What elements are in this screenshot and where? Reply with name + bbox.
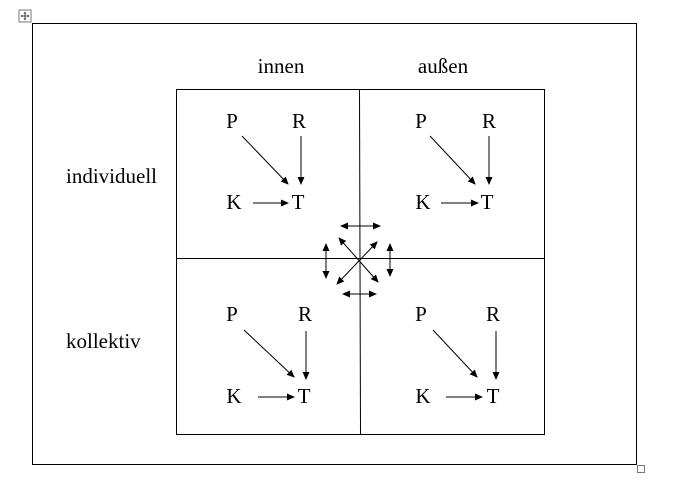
quadrant-bottom-left: P R K T [226, 302, 312, 408]
quadrant-bottom-right: P R K T [415, 302, 500, 408]
symbol-r: R [292, 109, 306, 133]
symbol-r: R [482, 109, 496, 133]
double-arrow-diagonal-2 [336, 241, 378, 285]
outer-frame [32, 23, 637, 465]
central-interaction-arrows [322, 222, 394, 298]
symbol-t: T [481, 190, 494, 214]
quadrant-top-left: P R K T [226, 109, 306, 214]
arrow-p-to-t [243, 329, 295, 378]
symbol-k: K [226, 384, 241, 408]
arrow-p-to-t [241, 135, 289, 185]
symbol-k: K [415, 190, 430, 214]
row-label-individuell: individuell [66, 164, 157, 188]
symbol-k: K [415, 384, 430, 408]
symbol-r: R [486, 302, 500, 326]
symbol-p: P [415, 109, 427, 133]
arrow-p-to-t [429, 135, 476, 185]
symbol-t: T [487, 384, 500, 408]
column-label-innen: innen [258, 54, 305, 78]
symbol-p: P [226, 109, 238, 133]
move-handle-icon[interactable] [18, 9, 32, 23]
symbol-p: P [415, 302, 427, 326]
quadrant-top-right: P R K T [415, 109, 496, 214]
symbol-t: T [292, 190, 305, 214]
row-label-kollektiv: kollektiv [66, 329, 141, 353]
resize-handle-icon[interactable] [637, 465, 645, 473]
symbol-r: R [298, 302, 312, 326]
symbol-k: K [226, 190, 241, 214]
symbol-p: P [226, 302, 238, 326]
symbol-t: T [298, 384, 311, 408]
column-label-aussen: außen [418, 54, 469, 78]
arrow-p-to-t [432, 329, 478, 378]
